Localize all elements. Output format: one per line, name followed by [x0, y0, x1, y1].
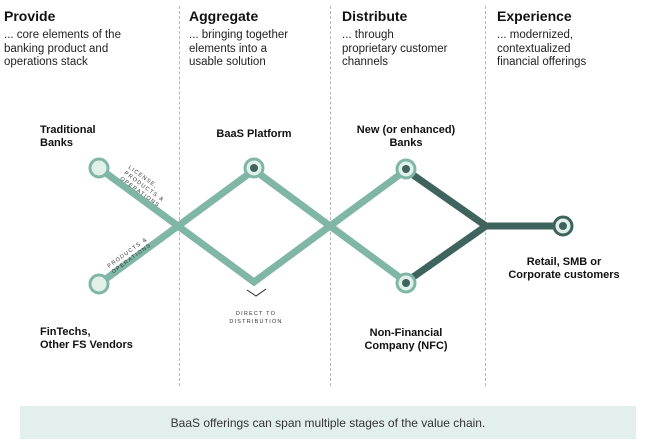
stage-title-aggregate: Aggregate — [189, 8, 259, 24]
label-traditional-banks: Traditional Banks — [40, 124, 96, 150]
stage-desc-distribute: ... through proprietary customer channel… — [342, 29, 447, 70]
stage-desc-experience: ... modernized, contextualized financial… — [497, 29, 586, 70]
stage-title-distribute: Distribute — [342, 8, 408, 24]
stage-desc-line: ... through — [342, 29, 394, 41]
label-line: Banks — [389, 137, 423, 149]
stage-desc-line: proprietary customer — [342, 42, 448, 55]
label-new-banks: New (or enhanced) Banks — [336, 124, 476, 150]
node-traditional-banks — [88, 157, 110, 179]
stage-desc-line: financial offerings — [497, 56, 587, 68]
label-line: FinTechs, — [40, 326, 91, 338]
flow-hub-direct-to-distribute — [175, 223, 333, 287]
stage-desc-line: operations stack — [4, 56, 88, 68]
label-line: Other FS Vendors — [40, 339, 133, 351]
stage-title-experience: Experience — [497, 8, 572, 24]
node-fintechs — [88, 273, 110, 295]
label-line: Company (NFC) — [364, 340, 448, 352]
node-new-banks — [395, 158, 417, 180]
direct-distribution-marker — [246, 288, 267, 297]
stage-desc-line: banking product and — [4, 42, 109, 55]
stage-title-provide: Provide — [4, 8, 56, 24]
label-baas-platform: BaaS Platform — [216, 128, 292, 140]
label-non-financial: Non-Financial Company (NFC) — [336, 327, 476, 353]
stage-divider — [330, 6, 331, 386]
label-line: Corporate customers — [508, 269, 620, 281]
flow-nfc-to-customers — [403, 223, 489, 285]
flow-label-direct: DIRECT TO — [236, 311, 276, 317]
flow-label-direct: DISTRIBUTION — [229, 319, 282, 325]
flow-new-banks-to-customers — [403, 167, 489, 229]
label-customers: Retail, SMB or Corporate customers — [496, 256, 632, 282]
label-line: Non-Financial — [369, 327, 443, 339]
label-line: Banks — [40, 137, 74, 149]
label-line: Traditional — [40, 124, 96, 136]
stage-divider — [179, 6, 180, 386]
flow-traditional-to-hub — [96, 165, 181, 229]
stage-desc-line: elements into a — [189, 42, 267, 55]
flow-distribute-to-nfc — [327, 223, 409, 285]
footer-banner: BaaS offerings can span multiple stages … — [20, 406, 636, 439]
label-fintechs: FinTechs, Other FS Vendors — [40, 326, 133, 352]
stage-desc-aggregate: ... bringing together elements into a us… — [189, 29, 288, 70]
stage-desc-line: contextualized — [497, 42, 571, 55]
node-baas-platform — [243, 157, 265, 179]
flow-distribute-to-new-banks — [327, 167, 409, 229]
stage-desc-provide: ... core elements of the banking product… — [4, 29, 121, 70]
node-non-financial — [395, 272, 417, 294]
flow-fintech-to-hub — [96, 223, 181, 287]
stage-desc-line: ... bringing together — [189, 29, 289, 41]
label-line: New (or enhanced) — [356, 124, 456, 136]
stage-desc-line: usable solution — [189, 56, 266, 68]
stage-desc-line: ... modernized, — [497, 29, 574, 41]
label-line: Retail, SMB or — [526, 256, 602, 268]
stage-desc-line: channels — [342, 56, 389, 68]
stage-desc-line: ... core elements of the — [4, 29, 121, 41]
footer-text: BaaS offerings can span multiple stages … — [170, 415, 486, 430]
node-customers — [552, 215, 574, 237]
stage-divider — [485, 6, 486, 386]
